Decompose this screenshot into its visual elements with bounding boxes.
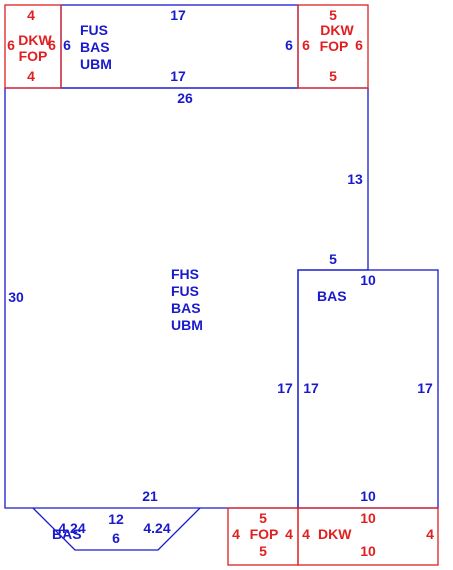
porch-upper-left-outline (4, 4, 62, 89)
upper-code-2: BAS (80, 39, 110, 55)
porch-ur-right-dim: 6 (355, 37, 363, 53)
main-code-3: BAS (171, 300, 201, 316)
upper-left-dim: 6 (63, 37, 71, 53)
porch-lf-left-dim: 4 (232, 526, 240, 542)
porch-ld-bottom-dim: 10 (360, 543, 376, 559)
porch-lf-code: FOP (250, 526, 279, 542)
porch-ul-right-dim: 6 (48, 37, 56, 53)
bay-outline (32, 507, 201, 551)
main-code-4: UBM (171, 317, 203, 333)
wing-top-dim: 10 (360, 272, 376, 288)
porch-ur-code-2: FOP (320, 38, 349, 54)
porch-ul-code-2: FOP (19, 48, 48, 64)
wing-code: BAS (317, 288, 347, 304)
porch-lf-top-dim: 5 (259, 510, 267, 526)
porch-lower-dkw-outline (297, 507, 439, 566)
main-right-upper-dim: 13 (347, 171, 363, 187)
porch-ul-bottom-dim: 4 (27, 68, 35, 84)
porch-ul-left-dim: 6 (7, 37, 15, 53)
bay-code: BAS (52, 526, 82, 542)
porch-ur-bottom-dim: 5 (329, 68, 337, 84)
porch-ur-top-dim: 5 (329, 7, 337, 23)
wing-left-dim: 17 (303, 380, 319, 396)
bay-left-dim: 4.24 (58, 520, 85, 536)
wing-right-dim: 17 (417, 380, 433, 396)
porch-lf-bottom-dim: 5 (259, 543, 267, 559)
main-step-dim: 5 (329, 251, 337, 267)
bay-top-dim: 12 (108, 511, 124, 527)
porch-ld-top-dim: 10 (360, 510, 376, 526)
wing-bottom-dim: 10 (360, 488, 376, 504)
porch-upper-right-outline (297, 4, 369, 89)
porch-ld-right-dim: 4 (426, 526, 434, 542)
upper-bottom-dim: 17 (170, 68, 186, 84)
main-left-dim: 30 (8, 289, 24, 305)
porch-ld-left-dim: 4 (302, 526, 310, 542)
main-right-lower-dim: 17 (277, 380, 293, 396)
upper-top-dim: 17 (170, 7, 186, 23)
porch-ul-code-1: DKW (18, 32, 52, 48)
porch-ur-code-1: DKW (320, 22, 354, 38)
bay-bottom-dim: 6 (112, 530, 120, 546)
bay-right-dim: 4.24 (143, 520, 170, 536)
main-code-1: FHS (171, 266, 199, 282)
porch-lf-right-dim: 4 (285, 526, 293, 542)
upper-code-3: UBM (80, 56, 112, 72)
main-code-2: FUS (171, 283, 199, 299)
porch-ur-left-dim: 6 (302, 37, 310, 53)
main-top-dim: 26 (177, 90, 193, 106)
porch-ul-top-dim: 4 (27, 7, 35, 23)
upper-right-dim: 6 (285, 37, 293, 53)
porch-ld-code: DKW (318, 526, 352, 542)
main-bottom-dim: 21 (142, 488, 158, 504)
upper-code-1: FUS (80, 22, 108, 38)
